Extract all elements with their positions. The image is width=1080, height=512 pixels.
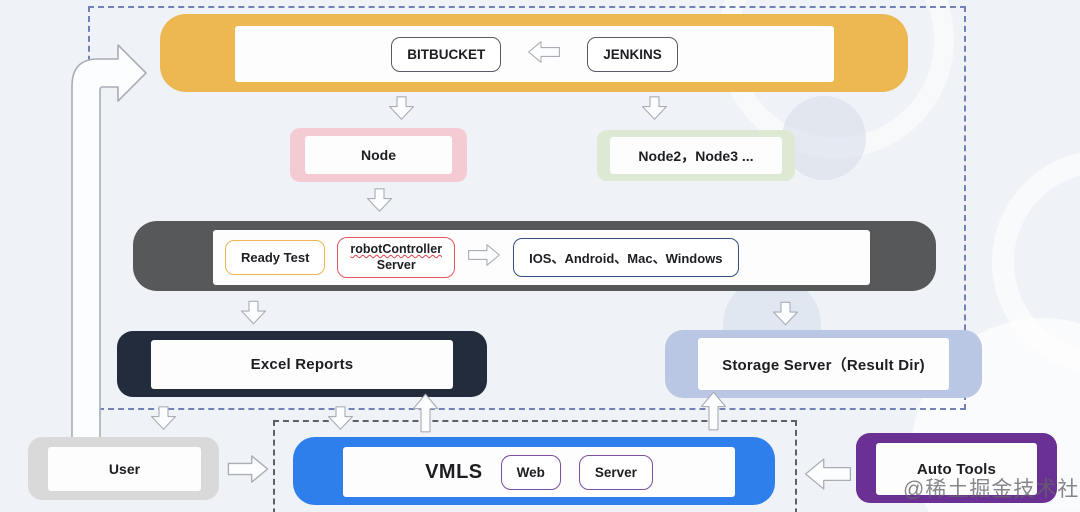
arrow-down-icon bbox=[150, 402, 177, 434]
storage-server-box: Storage Server（Result Dir) bbox=[665, 330, 982, 398]
background-circle bbox=[782, 96, 866, 180]
vmls-web-chip: Web bbox=[500, 454, 561, 490]
excel-reports-box: Excel Reports bbox=[117, 331, 487, 397]
node-others-label: Node2，Node3 ... bbox=[610, 137, 782, 174]
platforms-chip: IOS、Android、Mac、Windows bbox=[513, 238, 739, 277]
watermark: @稀土掘金技术社区 bbox=[903, 478, 1080, 501]
vmls-server-chip: Server bbox=[578, 454, 653, 490]
user-label: User bbox=[48, 447, 201, 491]
arrow-left-icon bbox=[797, 458, 859, 490]
ci-bar-inner: BITBUCKET JENKINS bbox=[235, 26, 834, 82]
arrow-down-icon bbox=[327, 402, 354, 434]
auto-tools-label: Auto Tools bbox=[876, 443, 1037, 495]
storage-server-label: Storage Server（Result Dir) bbox=[698, 338, 949, 390]
arrow-down-icon bbox=[240, 297, 267, 328]
arrow-up-icon bbox=[700, 388, 727, 434]
user-to-ci-elbow-arrow bbox=[64, 42, 150, 442]
controller-bar: Ready Test robotController Server IOS、An… bbox=[133, 221, 936, 291]
user-box: User bbox=[28, 437, 219, 500]
arrow-left-icon bbox=[521, 40, 567, 68]
arrow-down-icon bbox=[366, 186, 393, 214]
node-box: Node bbox=[290, 128, 467, 182]
ready-test-chip: Ready Test bbox=[225, 240, 326, 275]
robot-controller-line1: robotController bbox=[350, 241, 443, 256]
arrow-up-icon bbox=[412, 390, 439, 436]
node-others-box: Node2，Node3 ... bbox=[597, 130, 795, 181]
vmls-label: VMLS bbox=[425, 460, 483, 483]
excel-reports-label: Excel Reports bbox=[151, 340, 453, 389]
arrow-right-icon bbox=[226, 455, 270, 483]
vmls-inner: VMLS Web Server bbox=[343, 447, 735, 497]
node-label: Node bbox=[305, 136, 452, 174]
jenkins-node: JENKINS bbox=[587, 36, 678, 72]
vmls-box: VMLS Web Server bbox=[293, 437, 775, 505]
arrow-right-icon bbox=[467, 244, 501, 271]
arrow-down-icon bbox=[641, 94, 668, 122]
auto-tools-box: Auto Tools bbox=[856, 433, 1057, 503]
controller-bar-inner: Ready Test robotController Server IOS、An… bbox=[213, 230, 870, 285]
vmls-boundary bbox=[273, 420, 797, 512]
arrow-down-icon bbox=[388, 94, 415, 122]
ci-bar: BITBUCKET JENKINS bbox=[160, 14, 908, 92]
robot-controller-chip: robotController Server bbox=[337, 236, 456, 279]
bitbucket-node: BITBUCKET bbox=[391, 36, 502, 72]
arrow-down-icon bbox=[772, 298, 799, 329]
robot-controller-line2: Server bbox=[376, 257, 416, 272]
